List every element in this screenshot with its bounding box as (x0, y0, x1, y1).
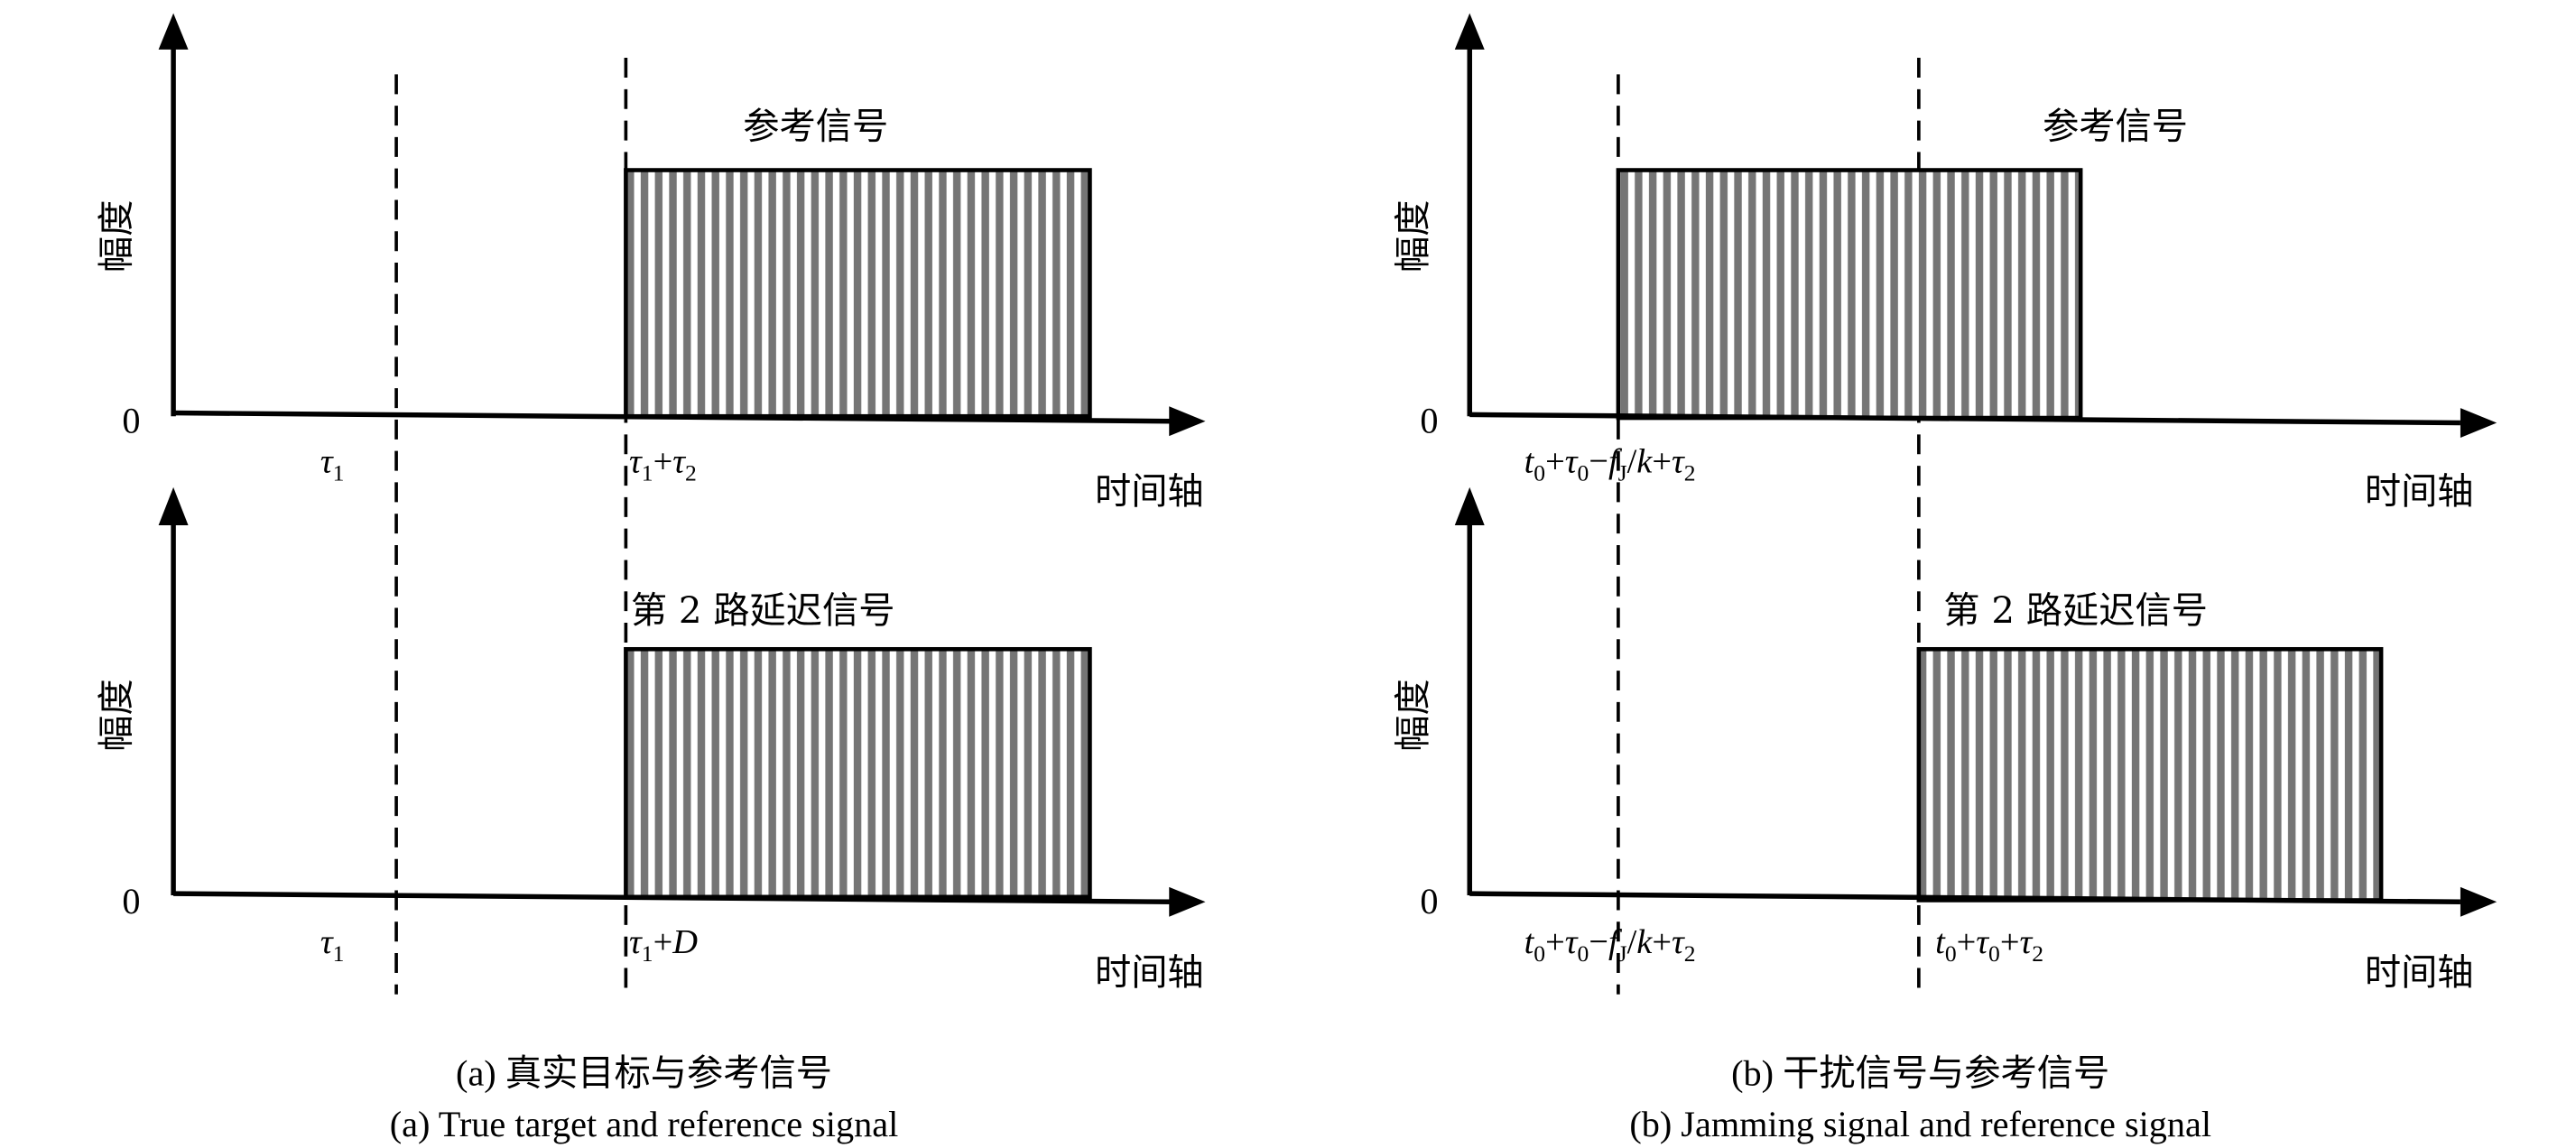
panel-a-bottom-plot: 幅度 0 第 2 路延迟信号 时间轴 τ1 τ1+D (97, 486, 1206, 994)
math-segment: + (1545, 923, 1565, 961)
y-axis-label: 幅度 (97, 679, 138, 752)
time-mark-tau1-plus-d: τ1+D (629, 923, 698, 967)
zero-label: 0 (122, 881, 140, 921)
math-segment: τ (672, 442, 686, 480)
math-segment: t (1524, 923, 1535, 961)
math-segment: 2 (1684, 940, 1696, 967)
x-axis-label: 时间轴 (2365, 471, 2474, 513)
signal-label: 第 2 路延迟信号 (631, 590, 895, 632)
math-segment: 2 (685, 460, 697, 486)
math-segment: + (653, 442, 673, 480)
math-segment: 2 (2032, 940, 2043, 967)
time-mark-tau1: τ1 (320, 442, 345, 486)
math-segment: + (1652, 442, 1672, 480)
delayed-signal-pulse (624, 646, 1092, 900)
signal-label: 参考信号 (743, 106, 888, 148)
jamming-signal-pulse (1616, 168, 2083, 421)
math-segment: / (1627, 442, 1637, 480)
math-segment: t (1524, 442, 1535, 480)
math-segment: + (653, 923, 673, 961)
caption-b-english: (b) Jamming signal and reference signal (1629, 1104, 2211, 1144)
x-axis-label: 时间轴 (1095, 952, 1204, 994)
x-axis (173, 891, 1172, 905)
math-segment: k (1636, 923, 1653, 961)
time-mark-tau1: τ1 (320, 923, 345, 967)
math-segment: + (1545, 442, 1565, 480)
x-axis (173, 410, 1172, 424)
math-segment: τ (1565, 923, 1579, 961)
y-axis-arrow-icon (158, 486, 189, 526)
math-segment: τ (1976, 923, 1989, 961)
zero-label: 0 (1420, 401, 1438, 441)
y-axis-label: 幅度 (1393, 199, 1434, 273)
math-segment: 0 (1578, 940, 1589, 967)
math-segment: τ (629, 923, 643, 961)
time-mark-jamming-start: t0+τ0−fJ/k+τ2 (1524, 442, 1696, 486)
y-axis-arrow-icon (1454, 13, 1485, 50)
math-segment: D (672, 923, 698, 961)
math-segment: τ (629, 442, 643, 480)
x-axis-arrow-icon (2460, 886, 2497, 917)
x-axis-arrow-icon (1169, 886, 1206, 917)
math-segment: − (1589, 442, 1608, 480)
panel-b-bottom-plot: 幅度 0 第 2 路延迟信号 时间轴 t0+τ0−fJ/k+τ2 t0+τ0+τ… (1393, 486, 2497, 994)
time-mark-tau1-plus-tau2: τ1+τ2 (629, 442, 697, 486)
math-segment: − (1589, 923, 1608, 961)
math-segment: / (1627, 923, 1637, 961)
x-axis-arrow-icon (2460, 408, 2497, 439)
time-mark-jamming-start: t0+τ0−fJ/k+τ2 (1524, 923, 1696, 967)
panel-a-top-plot: 幅度 0 参考信号 时间轴 τ1 τ1+τ2 (97, 13, 1206, 995)
math-segment: τ (1565, 442, 1579, 480)
math-segment: t (1935, 923, 1946, 961)
panel-b: 幅度 0 参考信号 时间轴 t0+τ0−fJ/k+τ2 幅度 0 第 2 路延迟… (1393, 13, 2497, 1144)
math-segment: τ (2020, 923, 2034, 961)
time-mark-reference-delay: t0+τ0+τ2 (1935, 923, 2043, 967)
math-segment: + (1957, 923, 1977, 961)
signal-label: 第 2 路延迟信号 (1943, 590, 2208, 632)
math-segment: τ (320, 442, 334, 480)
delayed-signal-pulse (1916, 646, 2384, 903)
x-axis-label: 时间轴 (2365, 952, 2474, 994)
x-axis-label: 时间轴 (1095, 471, 1204, 513)
panel-a: 幅度 0 参考信号 时间轴 τ1 τ1+τ2 幅度 0 第 2 路延迟信号 时间… (97, 13, 1206, 1144)
x-axis (1469, 891, 2460, 905)
math-segment: 2 (1684, 460, 1696, 486)
math-segment: 0 (1534, 460, 1545, 486)
math-segment: 1 (642, 940, 653, 967)
math-segment: 1 (642, 460, 653, 486)
math-segment: + (2000, 923, 2020, 961)
reference-signal-pulse (624, 168, 1092, 419)
math-segment: τ (320, 923, 334, 961)
math-segment: 1 (333, 460, 345, 486)
y-axis-arrow-icon (1454, 486, 1485, 526)
math-segment: J (1618, 940, 1627, 967)
y-axis-arrow-icon (158, 13, 189, 50)
math-segment: k (1636, 442, 1653, 480)
math-segment: 0 (1578, 460, 1589, 486)
math-segment: τ (1672, 442, 1685, 480)
math-segment: 0 (1534, 940, 1545, 967)
panel-b-top-plot: 幅度 0 参考信号 时间轴 t0+τ0−fJ/k+τ2 (1393, 13, 2497, 995)
math-segment: + (1652, 923, 1672, 961)
math-segment: 1 (333, 940, 345, 967)
caption-a-chinese: (a) 真实目标与参考信号 (456, 1052, 832, 1093)
zero-label: 0 (122, 401, 140, 441)
math-segment: 0 (1945, 940, 1957, 967)
y-axis-label: 幅度 (97, 199, 138, 273)
signal-label: 参考信号 (2043, 106, 2188, 148)
zero-label: 0 (1420, 881, 1438, 921)
y-axis-label: 幅度 (1393, 679, 1434, 752)
math-segment: τ (1672, 923, 1685, 961)
caption-b-chinese: (b) 干扰信号与参考信号 (1731, 1052, 2109, 1093)
x-axis (1469, 412, 2460, 426)
x-axis-arrow-icon (1169, 406, 1206, 437)
math-segment: 0 (1988, 940, 2000, 967)
math-segment: J (1618, 460, 1627, 486)
caption-a-english: (a) True target and reference signal (390, 1104, 899, 1144)
